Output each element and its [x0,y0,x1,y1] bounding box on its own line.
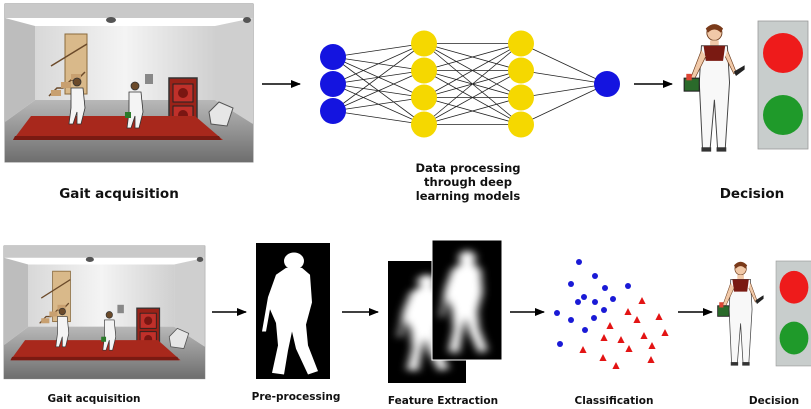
label-data-processing-line2: through deep [424,175,512,189]
label-data-processing-line1: Data processing [415,161,520,175]
label-feature-extraction: Feature Extraction [388,395,498,407]
class-a-point [601,307,607,313]
class-a-point [610,296,616,302]
class-a-point [602,285,608,291]
nn-node [411,84,437,111]
nn-node [320,44,346,70]
nn-connection [332,43,425,85]
class-b-point [647,356,655,363]
bottom-decision-person [717,261,764,367]
label-classification: Classification [575,395,654,407]
class-a-point [582,327,588,333]
class-b-point [640,332,648,339]
top-traffic-light [757,20,809,150]
bottom-traffic-light [775,260,811,367]
class-a-point [591,315,597,321]
top-gait-acquisition-image [4,3,254,163]
class-b-point [624,308,632,315]
nn-connection [520,83,608,98]
class-b-point [612,362,620,369]
class-b-point [648,342,656,349]
nn-node [320,71,346,97]
nn-node [320,98,346,124]
class-b-point [606,322,614,329]
class-b-point [625,345,633,352]
class-a-point [576,259,582,265]
class-b-point [655,313,663,320]
top-decision-person [683,23,746,153]
nn-connection [520,70,608,85]
class-a-point [568,317,574,323]
nn-node [594,71,620,97]
class-b-point [600,334,608,341]
classification-scatter [554,259,669,369]
preprocessing-silhouette [256,243,330,379]
label-top-gait-acquisition: Gait acquisition [59,186,179,202]
nn-node [508,30,534,57]
nn-node [411,57,437,84]
nn-connection [332,97,425,112]
nn-connection [520,43,608,85]
nn-node [508,84,534,111]
label-bottom-gait-acquisition: Gait acquisition [47,393,140,405]
class-b-point [579,346,587,353]
nn-node [411,30,437,57]
class-a-point [625,283,631,289]
label-data-processing-line3: learning models [416,189,521,203]
class-a-point [557,341,563,347]
nn-connection [332,43,425,58]
nn-node [508,57,534,84]
class-a-point [592,273,598,279]
class-a-point [581,294,587,300]
nn-connection [332,110,425,125]
class-b-point [617,336,625,343]
label-bottom-decision: Decision [749,395,799,407]
nn-connection [423,70,522,125]
class-b-point [661,329,669,336]
label-preprocessing: Pre-processing [252,391,341,403]
class-a-point [592,299,598,305]
class-b-point [633,316,641,323]
class-b-point [599,354,607,361]
class-a-point [568,281,574,287]
feature-extraction-images [388,239,503,383]
label-top-decision: Decision [720,186,785,202]
nn-node [508,111,534,138]
nn-connection [520,83,608,125]
nn-connection [423,97,522,125]
nn-connection [423,43,522,125]
nn-connection [423,43,522,71]
nn-connection [332,43,425,112]
nn-connection [332,70,425,112]
nn-node [411,111,437,138]
nn-connection [423,43,522,98]
neural-network [320,30,620,138]
class-b-point [638,297,646,304]
class-a-point [575,299,581,305]
class-a-point [554,310,560,316]
bottom-gait-acquisition-image [3,245,206,380]
